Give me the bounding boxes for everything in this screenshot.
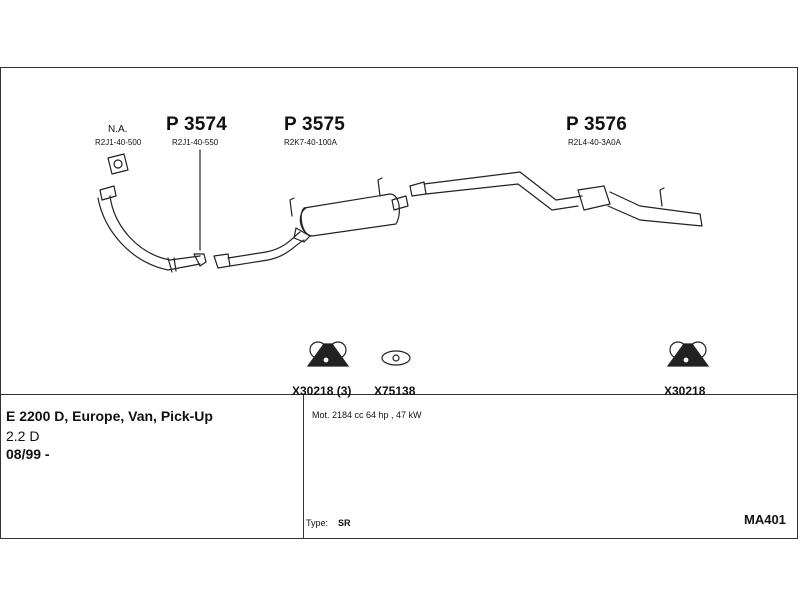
part-number-p3576: P 3576: [566, 114, 628, 135]
rubber-hanger-icon: [306, 341, 350, 367]
part-code-p3576: R2L4-40-3A0A: [568, 138, 621, 147]
divider-horizontal: [1, 394, 797, 395]
rubber-hanger-icon: [666, 341, 710, 367]
accessory-code-1: X30218 (3): [292, 384, 352, 398]
motor-spec: Mot. 2184 cc 64 hp , 47 kW: [312, 410, 422, 420]
diagram-frame: [0, 67, 798, 539]
type-label: Type:: [306, 518, 329, 528]
type-value: SR: [338, 518, 351, 528]
accessory-code-2: X75138: [374, 384, 416, 398]
vehicle-model: E 2200 D, Europe, Van, Pick-Up: [6, 408, 213, 424]
part-number-p3574: P 3574: [166, 114, 228, 135]
part-code-p3574: R2J1-40-550: [172, 138, 219, 147]
na-label: N.A.: [108, 124, 128, 135]
diagram-code: MA401: [744, 512, 786, 527]
accessory-code-3: X30218: [664, 384, 706, 398]
front-gasket: [107, 153, 129, 175]
rear-pipe: [409, 171, 703, 227]
vehicle-engine: 2.2 D: [6, 428, 40, 444]
front-pipe: [97, 185, 207, 273]
center-pipe-muffler: [213, 177, 409, 269]
divider-vertical: [303, 394, 304, 538]
na-code: R2J1-40-500: [95, 138, 142, 147]
part-number-p3575: P 3575: [284, 114, 346, 135]
part-code-p3575: R2K7-40-100A: [284, 138, 337, 147]
gasket-ring-icon: [381, 350, 411, 366]
vehicle-date: 08/99 -: [6, 446, 50, 462]
